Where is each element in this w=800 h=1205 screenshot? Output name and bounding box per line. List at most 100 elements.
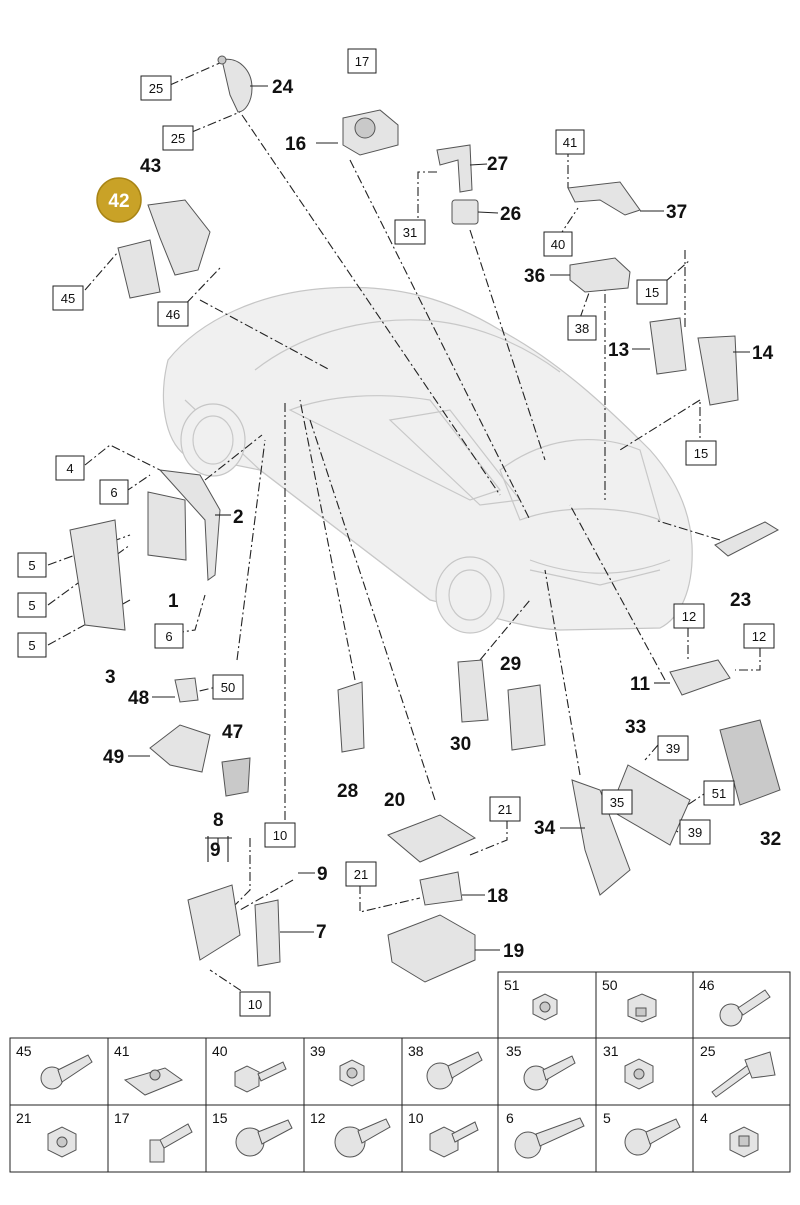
callout-26: 26 <box>500 204 521 225</box>
svg-text:40: 40 <box>551 237 565 252</box>
boxed-callout-39-top: 39 <box>657 735 689 761</box>
svg-text:25: 25 <box>700 1043 716 1059</box>
hardware-cell-15: 15 <box>212 1110 293 1157</box>
svg-text:38: 38 <box>575 321 589 336</box>
boxed-callout-39-bottom: 39 <box>679 819 711 845</box>
svg-text:38: 38 <box>408 1043 424 1059</box>
part-3-mount <box>69 519 126 631</box>
hardware-cell-10: 10 <box>408 1110 479 1158</box>
boxed-callout-40: 40 <box>543 231 573 257</box>
part-36-module <box>569 257 631 293</box>
part-37-bracket <box>567 181 641 216</box>
part-13-module <box>649 317 687 375</box>
part-42-43-bracket <box>117 199 211 299</box>
boxed-callout-38: 38 <box>567 315 597 341</box>
boxed-callout-10-bottom: 10 <box>239 991 271 1017</box>
boxed-callouts: 25 25 17 31 41 40 38 15 15 45 46 4 6 5 5… <box>17 48 775 1017</box>
svg-text:10: 10 <box>273 828 287 843</box>
callout-29: 29 <box>500 654 521 675</box>
svg-text:10: 10 <box>248 997 262 1012</box>
part-8-9-bracket <box>187 884 241 961</box>
car-body-illustration <box>162 286 693 634</box>
callout-8: 8 <box>213 810 224 831</box>
svg-text:5: 5 <box>28 558 35 573</box>
callout-18: 18 <box>487 886 508 907</box>
leader-lines <box>47 61 761 1001</box>
svg-text:40: 40 <box>212 1043 228 1059</box>
callout-43: 43 <box>140 156 161 177</box>
callout-42-highlight[interactable]: 42 <box>96 177 142 223</box>
svg-text:17: 17 <box>355 54 369 69</box>
boxed-callout-21-right: 21 <box>489 796 521 822</box>
hardware-cell-41: 41 <box>114 1043 184 1096</box>
part-19-housing <box>387 914 476 983</box>
boxed-callout-10-top: 10 <box>264 822 296 848</box>
part-18-bracket <box>419 871 463 906</box>
boxed-callout-45: 45 <box>52 285 84 311</box>
callout-48: 48 <box>128 688 149 709</box>
svg-text:39: 39 <box>666 741 680 756</box>
part-16-module <box>342 109 399 156</box>
callout-49: 49 <box>103 747 124 768</box>
svg-text:50: 50 <box>602 977 618 993</box>
svg-text:5: 5 <box>28 598 35 613</box>
svg-text:10: 10 <box>408 1110 424 1126</box>
svg-text:4: 4 <box>66 461 73 476</box>
callout-34: 34 <box>534 818 556 839</box>
boxed-callout-6-top: 6 <box>99 479 129 505</box>
hardware-cell-25: 25 <box>700 1043 776 1098</box>
callout-16: 16 <box>285 134 306 155</box>
hardware-cell-51: 51 <box>504 977 558 1021</box>
hardware-cell-38: 38 <box>408 1043 483 1090</box>
callout-1: 1 <box>168 591 179 612</box>
svg-text:12: 12 <box>310 1110 326 1126</box>
part-14-bracket <box>697 335 739 406</box>
boxed-callout-51: 51 <box>703 780 735 806</box>
svg-text:21: 21 <box>16 1110 32 1126</box>
svg-text:6: 6 <box>110 485 117 500</box>
boxed-callout-12-right: 12 <box>743 623 775 649</box>
boxed-callout-15-bottom: 15 <box>685 440 717 466</box>
part-28-module <box>337 681 365 753</box>
hardware-cell-31: 31 <box>603 1043 654 1090</box>
svg-text:45: 45 <box>61 291 75 306</box>
svg-text:21: 21 <box>354 867 368 882</box>
boxed-callout-4: 4 <box>55 455 85 481</box>
svg-text:21: 21 <box>498 802 512 817</box>
svg-text:31: 31 <box>603 1043 619 1059</box>
part-20-cover <box>387 814 477 863</box>
svg-text:12: 12 <box>682 609 696 624</box>
hardware-cell-21: 21 <box>16 1110 77 1158</box>
svg-text:15: 15 <box>645 285 659 300</box>
boxed-callout-17: 17 <box>347 48 377 74</box>
hardware-cell-6: 6 <box>506 1110 585 1159</box>
callout-33: 33 <box>625 717 646 738</box>
hardware-cell-4: 4 <box>700 1110 759 1158</box>
boxed-callout-25-bottom: 25 <box>162 125 194 151</box>
callout-23: 23 <box>730 590 751 611</box>
boxed-callout-12-left: 12 <box>673 603 705 629</box>
svg-text:12: 12 <box>752 629 766 644</box>
callout-24: 24 <box>272 77 294 98</box>
boxed-callout-41: 41 <box>555 129 585 155</box>
part-27-bracket <box>436 144 473 193</box>
hardware-cell-45: 45 <box>16 1043 93 1090</box>
svg-text:15: 15 <box>212 1110 228 1126</box>
hardware-cell-46: 46 <box>699 977 771 1027</box>
hardware-cell-17: 17 <box>114 1110 193 1163</box>
svg-text:15: 15 <box>694 446 708 461</box>
boxed-callout-6-bottom: 6 <box>154 623 184 649</box>
svg-text:17: 17 <box>114 1110 130 1126</box>
callout-20: 20 <box>384 790 405 811</box>
hardware-cell-50: 50 <box>602 977 657 1023</box>
callout-9-top: 9 <box>210 840 221 861</box>
boxed-callout-15-top: 15 <box>636 279 668 305</box>
svg-text:5: 5 <box>603 1110 611 1126</box>
callout-2: 2 <box>233 507 244 528</box>
svg-text:51: 51 <box>712 786 726 801</box>
boxed-callout-35: 35 <box>601 789 633 815</box>
callout-32: 32 <box>760 829 781 850</box>
callout-37: 37 <box>666 202 687 223</box>
hardware-cell-12: 12 <box>310 1110 391 1158</box>
part-30-bracket <box>457 659 489 723</box>
